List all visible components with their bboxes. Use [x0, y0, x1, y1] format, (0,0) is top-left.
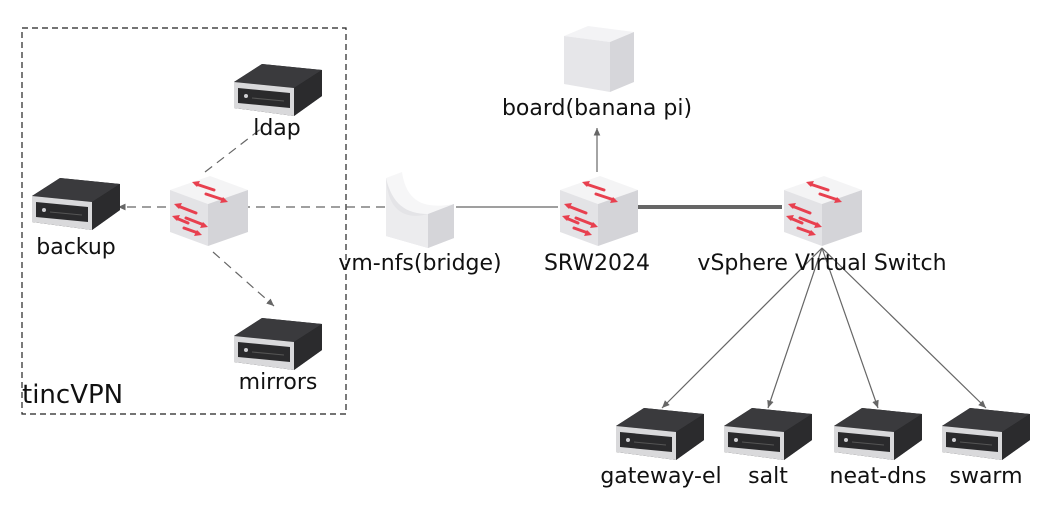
tincvpn-group-label: tincVPN: [22, 380, 124, 410]
server-icon: [233, 317, 323, 371]
vsphere-label: vSphere Virtual Switch: [697, 251, 947, 276]
link-vpn-switch-mirrors: [212, 251, 275, 307]
link-vsphere-swarm: [821, 247, 987, 409]
server-icon: [723, 407, 813, 461]
switch-icon: [782, 174, 864, 248]
srw2024-label: SRW2024: [543, 251, 651, 276]
swarm-label: swarm: [949, 464, 1023, 489]
gateway-el-label: gateway-el: [600, 464, 722, 489]
server-icon: [615, 407, 705, 461]
server-icon: [233, 63, 323, 117]
tincvpn-group-boundary: [21, 27, 347, 415]
mirrors-label: mirrors: [238, 370, 318, 395]
server-icon: [941, 407, 1031, 461]
link-vsphere-neat-dns: [821, 247, 879, 409]
vm-nfs-label: vm-nfs(bridge): [338, 251, 502, 276]
salt-label: salt: [748, 464, 788, 489]
box-icon: [564, 26, 634, 92]
bridge-icon: [386, 172, 454, 248]
link-vsphere-salt: [767, 247, 823, 409]
link-vpn-switch-ldap: [204, 127, 263, 173]
neat-dns-label: neat-dns: [829, 464, 927, 489]
server-icon: [833, 407, 923, 461]
switch-icon: [558, 174, 640, 248]
link-vsphere-gateway-el: [661, 247, 823, 409]
switch-icon: [168, 174, 250, 248]
ldap-label: ldap: [253, 116, 301, 141]
board-label: board(banana pi): [501, 96, 693, 121]
backup-label: backup: [36, 235, 116, 260]
server-icon: [31, 177, 121, 231]
